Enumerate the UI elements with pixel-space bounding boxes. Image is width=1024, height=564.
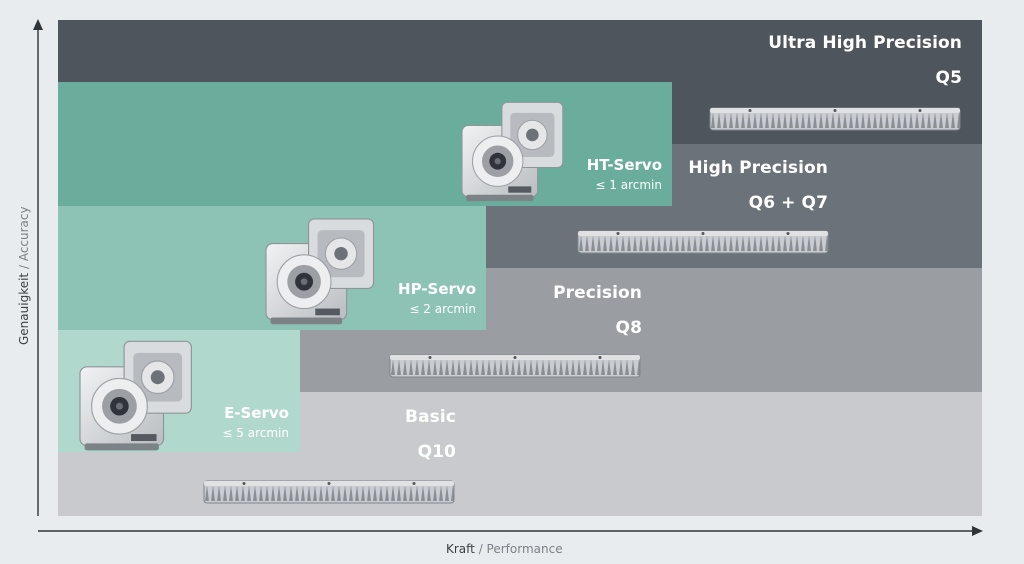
x-axis-label-primary: Kraft <box>446 542 475 556</box>
level-name-basic: Basic <box>405 407 456 427</box>
level-name-high-precision: High Precision <box>688 158 828 178</box>
y-axis-label-primary: Genauigkeit <box>17 272 31 345</box>
servo-spec-hp: ≤ 2 arcmin <box>409 302 476 316</box>
servo-name-ht: HT-Servo <box>586 156 662 174</box>
servo-spec-e: ≤ 5 arcmin <box>222 426 289 440</box>
gear-rack-q6-q7 <box>577 230 829 254</box>
gear-rack-q8 <box>389 354 641 378</box>
servo-panel-ht <box>58 82 672 206</box>
gearbox-ht <box>461 101 564 202</box>
level-grade-q6-q7: Q6 + Q7 <box>748 193 828 213</box>
gear-rack-q10 <box>203 480 455 504</box>
y-axis-label: Genauigkeit / Accuracy <box>17 206 31 345</box>
servo-spec-ht: ≤ 1 arcmin <box>595 178 662 192</box>
level-name-precision: Precision <box>553 283 642 303</box>
level-name-ultra-high-precision: Ultra High Precision <box>768 33 962 53</box>
level-grade-q10: Q10 <box>417 442 456 462</box>
gearbox-e <box>79 340 192 451</box>
y-axis-arrow-icon <box>33 19 43 30</box>
level-grade-q8: Q8 <box>615 318 642 338</box>
gear-rack-q5 <box>709 107 961 131</box>
x-axis-arrow-icon <box>972 526 983 536</box>
y-axis-label-secondary: / Accuracy <box>17 206 31 270</box>
x-axis-label-secondary: / Performance <box>478 542 563 556</box>
servo-name-e: E-Servo <box>224 404 289 422</box>
level-grade-q5: Q5 <box>935 68 962 88</box>
gearbox-hp <box>265 218 375 325</box>
servo-name-hp: HP-Servo <box>398 280 476 298</box>
x-axis-label: Kraft / Performance <box>446 542 563 556</box>
